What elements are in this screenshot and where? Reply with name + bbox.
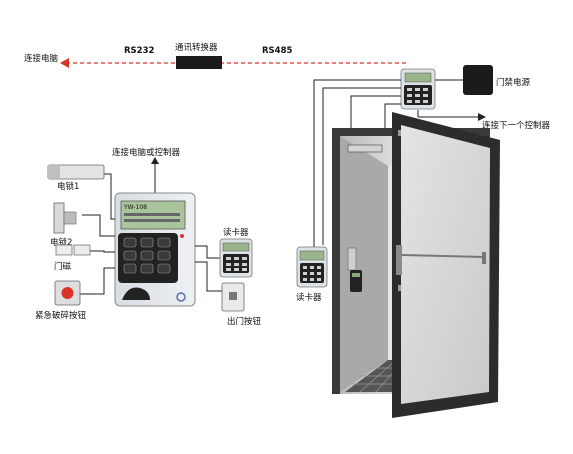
label-connect-pc: 连接电脑	[24, 53, 59, 64]
emergency-break-button	[54, 280, 81, 306]
controller-screen-text: YW-108	[123, 204, 147, 211]
card-reader-middle	[219, 238, 253, 278]
label-connect-pc-or-controller: 连接电脑或控制器	[112, 147, 181, 158]
label-rs232: RS232	[124, 46, 154, 56]
label-door-sensor: 门磁	[54, 261, 72, 272]
label-card-reader-right: 读卡器	[296, 292, 322, 303]
exit-button	[221, 282, 245, 312]
arrow-right-icon	[478, 113, 486, 121]
label-rs485: RS485	[262, 46, 292, 56]
label-connect-next: 连接下一个控制器	[482, 120, 551, 131]
arrow-up-icon	[151, 157, 159, 164]
door-sensor	[55, 244, 91, 256]
label-converter: 通讯转换器	[175, 42, 218, 53]
communication-line	[60, 56, 406, 69]
top-controller	[400, 68, 436, 110]
label-card-reader-middle: 读卡器	[223, 227, 249, 238]
door-power-box	[463, 65, 493, 95]
label-lock1: 电锁1	[57, 181, 79, 192]
arrow-left-icon	[60, 58, 69, 68]
label-door-power: 门禁电源	[496, 77, 531, 88]
card-reader-right	[296, 246, 328, 288]
converter-box	[176, 56, 222, 69]
label-exit-button: 出门按钮	[227, 316, 262, 327]
label-emergency-button: 紧急破碎按钮	[35, 310, 87, 321]
electric-lock-2	[53, 202, 77, 234]
label-lock2: 电锁2	[50, 237, 72, 248]
main-controller: YW-108	[114, 192, 196, 307]
door-scene	[332, 112, 500, 418]
electric-lock-1	[47, 164, 105, 180]
